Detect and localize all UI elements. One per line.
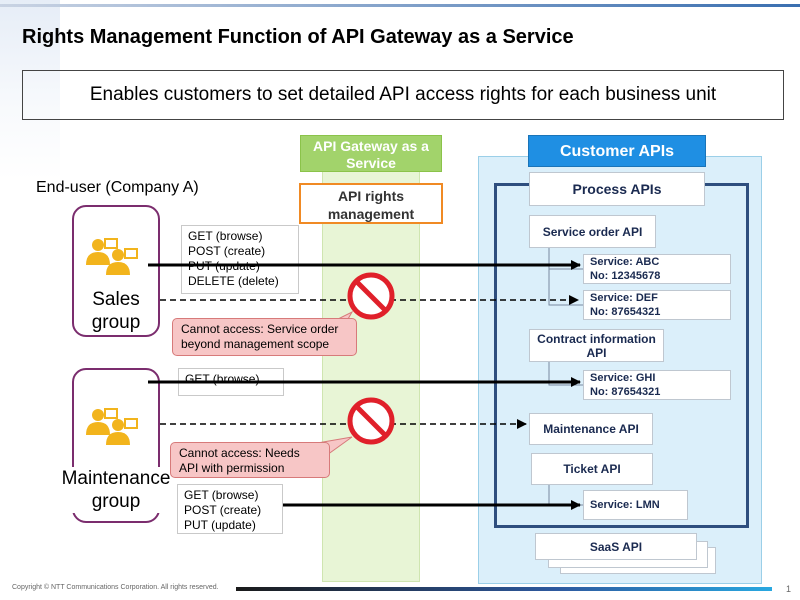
top-accent-line [0, 4, 800, 7]
ticket-api-box: Ticket API [531, 453, 653, 485]
footer-bar [236, 587, 772, 591]
sales-methods-box: GET (browse) POST (create) PUT (update) … [181, 225, 299, 294]
page-number: 1 [786, 584, 792, 594]
maintenance-access-denied-callout: Cannot access: Needs API with permission [170, 442, 330, 478]
service-def-box: Service: DEF No: 87654321 [583, 290, 731, 320]
api-rights-management-box: API rights management [299, 183, 443, 224]
maintenance-api-box: Maintenance API [529, 413, 653, 445]
subtitle-text: Enables customers to set detailed API ac… [89, 84, 717, 105]
service-order-api-box: Service order API [529, 215, 656, 248]
end-user-label: End-user (Company A) [36, 179, 199, 196]
contract-information-api-box: Contract information API [529, 329, 664, 362]
ticket-connector [548, 485, 583, 506]
sales-people-icon [86, 238, 138, 275]
service-lmn-box: Service: LMN [583, 490, 688, 520]
subtitle-box: Enables customers to set detailed API ac… [22, 70, 784, 120]
sales-access-denied-callout: Cannot access: Service order beyond mana… [172, 318, 357, 356]
service-order-connector [548, 248, 583, 306]
service-abc-box: Service: ABC No: 12345678 [583, 254, 731, 284]
maintenance-people-icon [86, 408, 138, 445]
customer-apis-title: Customer APIs [528, 135, 706, 167]
process-apis-box: Process APIs [529, 172, 705, 206]
slide-title: Rights Management Function of API Gatewa… [22, 26, 574, 48]
background-decoration [0, 0, 60, 180]
maintenance-group-label: Maintenance group [50, 467, 182, 513]
deny-icon-sales [347, 272, 395, 320]
deny-icon-maintenance [347, 397, 395, 445]
gateway-title: API Gateway as a Service [300, 135, 442, 172]
copyright-text: Copyright © NTT Communications Corporati… [12, 584, 219, 591]
maintenance-methods-box: GET (browse) POST (create) PUT (update) [177, 484, 283, 534]
saas-api-box: SaaS API [535, 533, 697, 560]
service-ghi-box: Service: GHI No: 87654321 [583, 370, 731, 400]
sales-group-label: Sales group [91, 289, 141, 333]
